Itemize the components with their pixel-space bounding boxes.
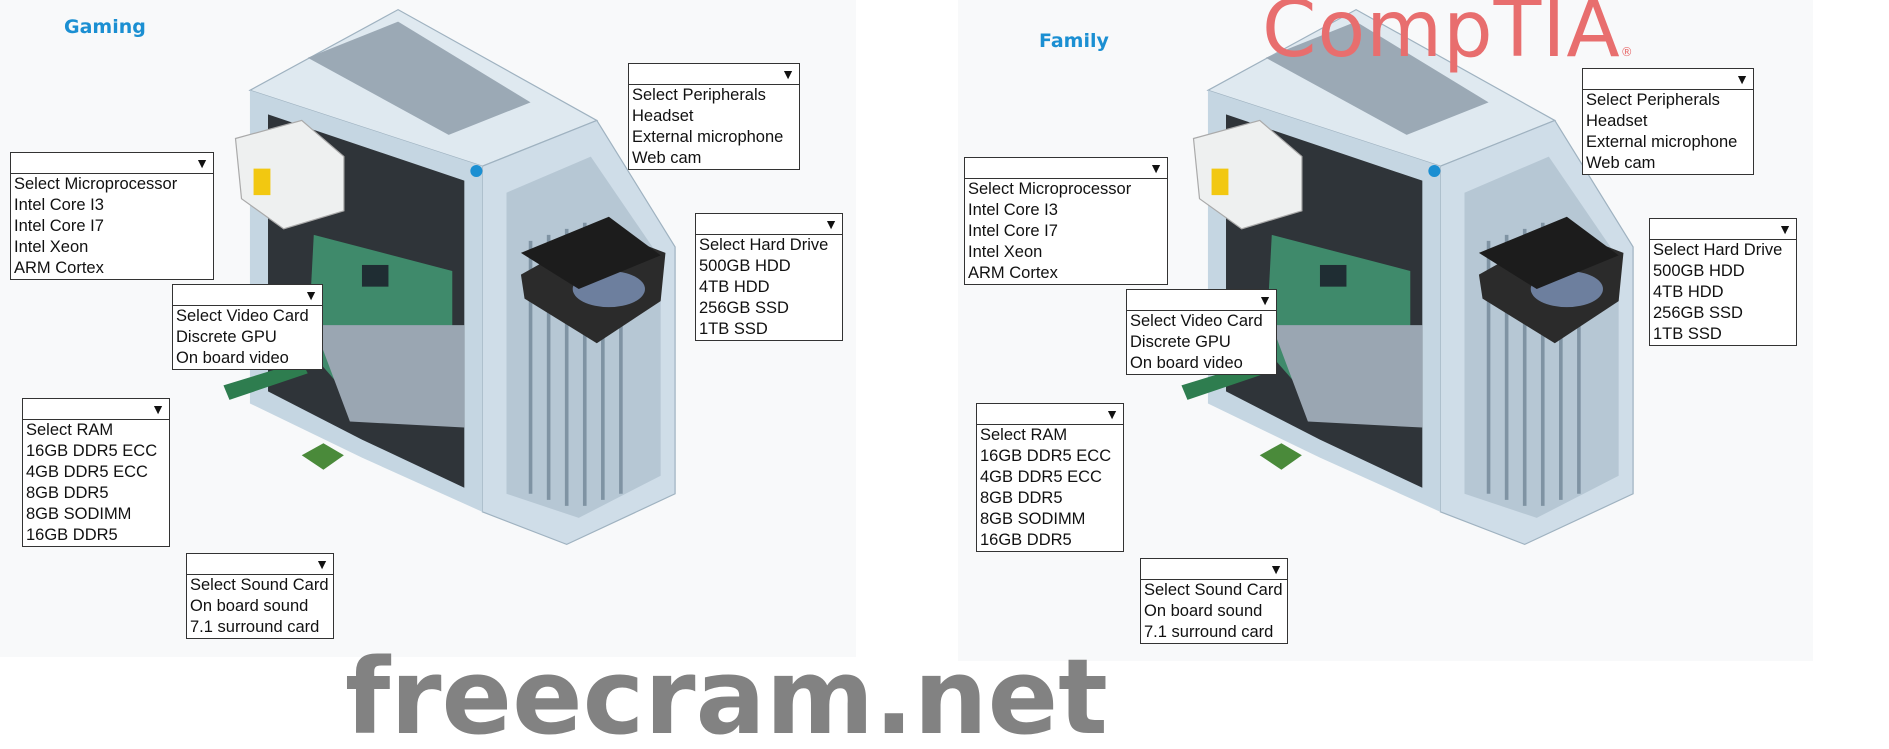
ram-option[interactable]: 8GB DDR5: [26, 484, 109, 502]
microprocessor-option[interactable]: Intel Core I3: [968, 201, 1058, 219]
microprocessor-option[interactable]: ARM Cortex: [968, 264, 1058, 282]
video-option[interactable]: On board video: [1130, 354, 1243, 372]
peripherals-dropdown-select[interactable]: ▼: [1583, 69, 1753, 90]
chevron-down-icon[interactable]: ▼: [1258, 292, 1272, 308]
harddrive-option[interactable]: 256GB SSD: [699, 299, 789, 317]
video-dropdown-label: Select Video Card: [176, 307, 309, 325]
harddrive-option[interactable]: 4TB HDD: [1653, 283, 1724, 301]
ram-option[interactable]: 16GB DDR5 ECC: [980, 447, 1112, 465]
ram-dropdown-select[interactable]: ▼: [977, 404, 1123, 425]
chevron-down-icon[interactable]: ▼: [1778, 221, 1792, 237]
chevron-down-icon[interactable]: ▼: [315, 556, 329, 572]
panel-title: Gaming: [64, 16, 146, 38]
chevron-down-icon[interactable]: ▼: [1269, 561, 1283, 577]
sound-dropdown-label: Select Sound Card: [190, 576, 329, 594]
chevron-down-icon[interactable]: ▼: [304, 287, 318, 303]
ram-option[interactable]: 16GB DDR5: [26, 526, 118, 544]
microprocessor-option[interactable]: ARM Cortex: [14, 259, 104, 277]
video-option[interactable]: Discrete GPU: [1130, 333, 1231, 351]
sound-dropdown-label: Select Sound Card: [1144, 581, 1283, 599]
microprocessor-option[interactable]: Intel Xeon: [14, 238, 89, 256]
video-dropdown-select[interactable]: ▼: [1127, 290, 1276, 311]
harddrive-dropdown-label: Select Hard Drive: [699, 236, 829, 254]
pc-tower-illustration: [1181, 8, 1634, 546]
sound-option[interactable]: On board sound: [1144, 602, 1263, 620]
ram-dropdown-label: Select RAM: [980, 426, 1068, 444]
chevron-down-icon[interactable]: ▼: [1735, 71, 1749, 87]
chevron-down-icon[interactable]: ▼: [151, 401, 165, 417]
ram-option[interactable]: 8GB SODIMM: [26, 505, 132, 523]
microprocessor-dropdown-select[interactable]: ▼: [11, 153, 213, 174]
pc-tower-illustration: [223, 8, 676, 546]
ram-option[interactable]: 8GB DDR5: [980, 489, 1063, 507]
ram-option[interactable]: 8GB SODIMM: [980, 510, 1086, 528]
peripherals-option[interactable]: External microphone: [1586, 133, 1738, 151]
peripherals-dropdown-select[interactable]: ▼: [629, 64, 799, 85]
ram-option[interactable]: 16GB DDR5: [980, 531, 1072, 549]
chevron-down-icon[interactable]: ▼: [195, 155, 209, 171]
harddrive-option[interactable]: 500GB HDD: [699, 257, 791, 275]
sound-dropdown[interactable]: ▼ Select Sound Card On board sound 7.1 surr…: [186, 553, 334, 639]
peripherals-option[interactable]: Web cam: [632, 149, 702, 167]
microprocessor-option[interactable]: Intel Xeon: [968, 243, 1043, 261]
harddrive-option[interactable]: 1TB SSD: [699, 320, 768, 338]
microprocessor-dropdown-select[interactable]: ▼: [965, 158, 1167, 179]
ram-dropdown[interactable]: ▼ Select RAM 16GB DDR5 ECC 4GB DDR5 ECC 8GB …: [22, 398, 170, 547]
ram-option[interactable]: 4GB DDR5 ECC: [26, 463, 148, 481]
ram-dropdown-select[interactable]: ▼: [23, 399, 169, 420]
harddrive-dropdown[interactable]: ▼ Select Hard Drive 500GB HDD 4TB HDD 256GB …: [695, 213, 843, 341]
chevron-down-icon[interactable]: ▼: [1149, 160, 1163, 176]
video-option[interactable]: On board video: [176, 349, 289, 367]
video-option[interactable]: Discrete GPU: [176, 328, 277, 346]
sound-dropdown-select[interactable]: ▼: [1141, 559, 1287, 580]
harddrive-dropdown-select[interactable]: ▼: [1650, 219, 1796, 240]
video-dropdown-select[interactable]: ▼: [173, 285, 322, 306]
harddrive-option[interactable]: 1TB SSD: [1653, 325, 1722, 343]
microprocessor-dropdown-label: Select Microprocessor: [968, 180, 1132, 198]
harddrive-dropdown-select[interactable]: ▼: [696, 214, 842, 235]
sound-option[interactable]: On board sound: [190, 597, 309, 615]
chevron-down-icon[interactable]: ▼: [781, 66, 795, 82]
video-dropdown-label: Select Video Card: [1130, 312, 1263, 330]
harddrive-option[interactable]: 500GB HDD: [1653, 262, 1745, 280]
chevron-down-icon[interactable]: ▼: [1105, 406, 1119, 422]
harddrive-dropdown[interactable]: ▼ Select Hard Drive 500GB HDD 4TB HDD 256GB …: [1649, 218, 1797, 346]
ram-dropdown-label: Select RAM: [26, 421, 114, 439]
ram-option[interactable]: 16GB DDR5 ECC: [26, 442, 158, 460]
panel-title: Family: [1039, 30, 1109, 52]
sound-dropdown[interactable]: ▼ Select Sound Card On board sound 7.1 surr…: [1140, 558, 1288, 644]
microprocessor-option[interactable]: Intel Core I7: [968, 222, 1058, 240]
microprocessor-option[interactable]: Intel Core I7: [14, 217, 104, 235]
peripherals-dropdown-label: Select Peripherals: [632, 86, 766, 104]
sound-dropdown-select[interactable]: ▼: [187, 554, 333, 575]
ram-option[interactable]: 4GB DDR5 ECC: [980, 468, 1102, 486]
microprocessor-dropdown-label: Select Microprocessor: [14, 175, 178, 193]
peripherals-option[interactable]: Headset: [1586, 112, 1648, 130]
sound-option[interactable]: 7.1 surround card: [190, 618, 320, 636]
peripherals-option[interactable]: External microphone: [632, 128, 784, 146]
sound-option[interactable]: 7.1 surround card: [1144, 623, 1274, 641]
peripherals-option[interactable]: Headset: [632, 107, 694, 125]
harddrive-option[interactable]: 4TB HDD: [699, 278, 770, 296]
peripherals-option[interactable]: Web cam: [1586, 154, 1656, 172]
chevron-down-icon[interactable]: ▼: [824, 216, 838, 232]
ram-dropdown[interactable]: ▼ Select RAM 16GB DDR5 ECC 4GB DDR5 ECC 8GB …: [976, 403, 1124, 552]
harddrive-option[interactable]: 256GB SSD: [1653, 304, 1743, 322]
microprocessor-option[interactable]: Intel Core I3: [14, 196, 104, 214]
peripherals-dropdown-label: Select Peripherals: [1586, 91, 1720, 109]
harddrive-dropdown-label: Select Hard Drive: [1653, 241, 1783, 259]
